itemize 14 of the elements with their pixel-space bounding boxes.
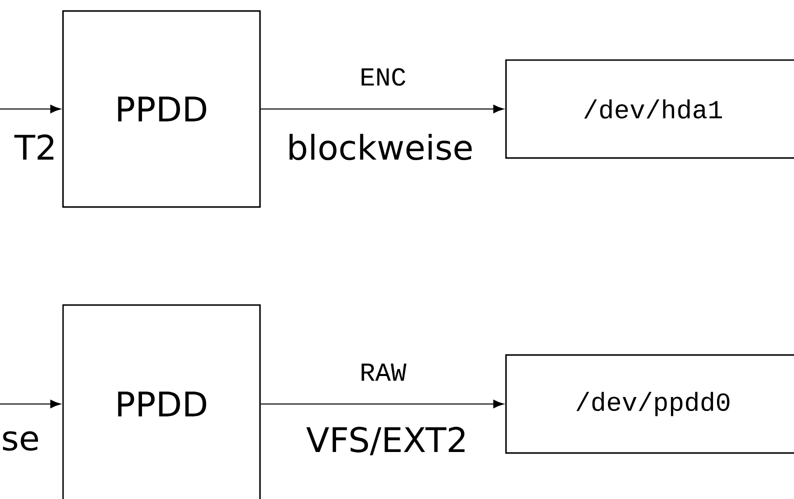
line-label: T2	[14, 134, 54, 160]
process-box: PPDD	[62, 10, 261, 208]
arrow	[260, 400, 504, 408]
edge-label: ENC	[362, 68, 406, 86]
line-label: blockweise	[290, 134, 472, 160]
process-box: PPDD	[62, 304, 261, 499]
line-label: VFS/EXT2	[306, 426, 465, 456]
arrow	[0, 104, 61, 114]
arrow	[260, 104, 504, 114]
device-box: /dev/ppdd0	[505, 354, 794, 454]
arrow	[0, 400, 61, 408]
device-box: /dev/hda1	[505, 59, 794, 159]
edge-label: RAW	[362, 364, 406, 381]
line-label: se	[3, 431, 38, 451]
